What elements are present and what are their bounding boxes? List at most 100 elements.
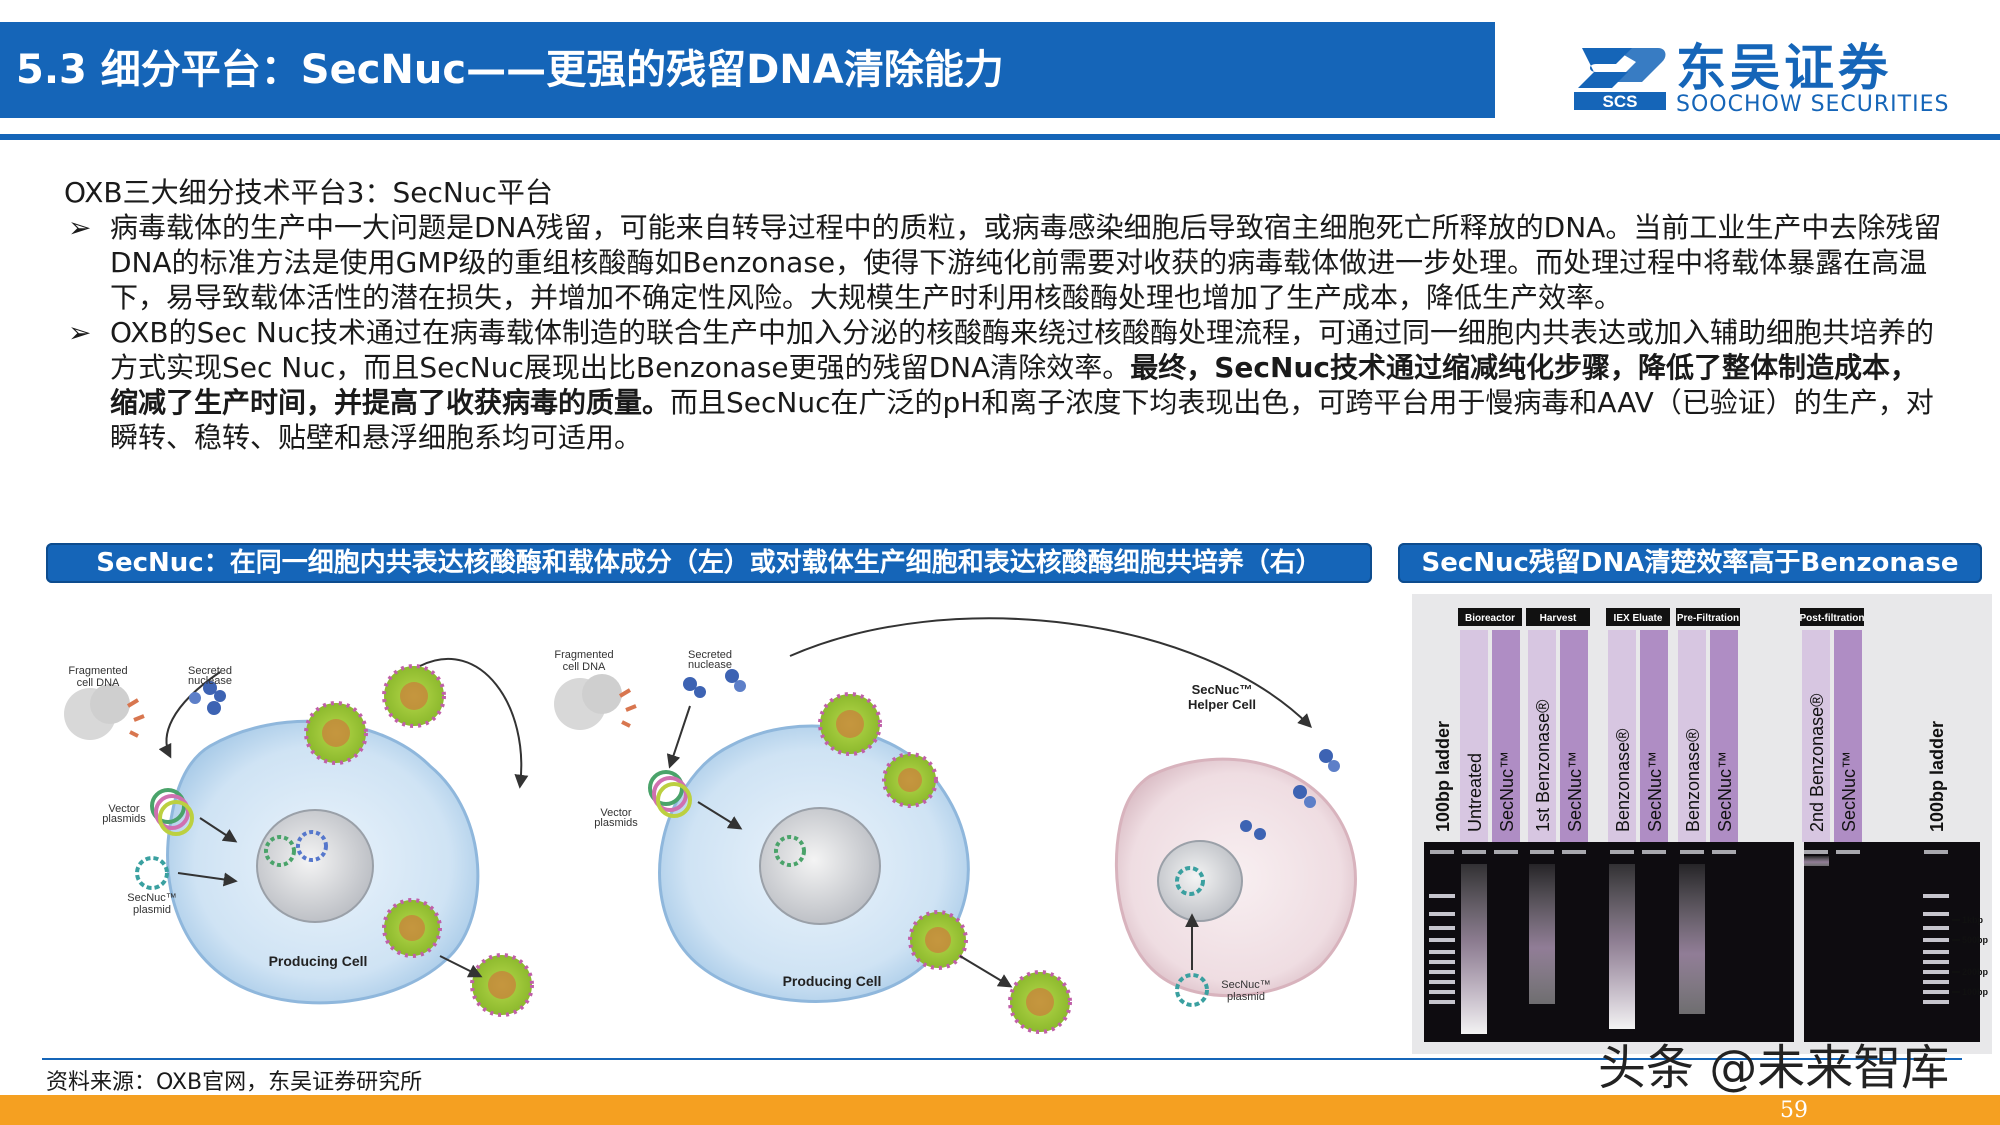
gel-lane-column <box>1710 630 1738 842</box>
dna-smear <box>1461 864 1487 1034</box>
gel-lane-column <box>1608 630 1636 842</box>
size-marker-label: 1kbp <box>1962 915 1984 925</box>
secnuc-plasmid-icon <box>135 856 169 890</box>
ladder-band <box>1923 980 1949 984</box>
ladder-band <box>1923 926 1949 930</box>
gel-lane-column <box>1460 630 1488 842</box>
ladder-band <box>1429 980 1455 984</box>
gel-group-label: Post-filtration <box>1800 613 1865 624</box>
page-number: 59 <box>1780 1098 1808 1123</box>
dna-smear <box>1609 864 1635 1029</box>
title-bar <box>0 22 1495 118</box>
label-fragmented-2: cell DNA <box>77 677 120 689</box>
ladder-band <box>1429 912 1455 916</box>
secnuc-plasmid-icon <box>1175 973 1209 1007</box>
gel-lane-label: SecNuc™ <box>1645 751 1665 832</box>
coculture-producing-scenario: Fragmented cell DNA Secreted nuclease Ve… <box>554 617 1312 1034</box>
secreted-nuclease-icon <box>1240 749 1340 840</box>
ladder-band <box>1429 960 1455 964</box>
label-secreted-1: Secreted <box>188 665 232 677</box>
fragmented-dna-icon <box>554 674 637 730</box>
gel-group-label: Pre-Filtration <box>1677 613 1739 624</box>
gel-well <box>1836 850 1860 854</box>
gel-well <box>1430 850 1454 854</box>
secreted-nuclease-icon <box>683 669 746 698</box>
secreted-nuclease-icon <box>189 681 226 715</box>
gel-lane-label: SecNuc™ <box>1497 751 1517 832</box>
gel-group-header <box>1800 608 1864 626</box>
right-panel-title: SecNuc残留DNA清楚效率高于Benzonase <box>1398 543 1982 583</box>
size-marker-label: 100bp <box>1962 987 1989 997</box>
label-secnuc-plasmid-1: SecNuc™ <box>127 892 177 904</box>
ladder-band <box>1923 912 1949 916</box>
vector-plasmids-icon <box>150 788 194 836</box>
secnuc-diagram: Fragmented cell DNA Secreted nuclease Ve… <box>64 617 1357 1034</box>
virus-particle <box>908 910 968 970</box>
ladder-band <box>1429 938 1455 942</box>
bullet-secnuc-tech: ➢ OXB的Sec Nuc技术通过在病毒载体制造的联合生产中加入分泌的核酸酶来绕… <box>64 315 1944 455</box>
gel-group-label: IEX Eluate <box>1614 613 1663 624</box>
bullet-arrow-icon: ➢ <box>68 316 92 349</box>
gel-lane-label: Benzonase® <box>1613 729 1633 832</box>
gel-well <box>1924 850 1948 854</box>
helper-cell-scenario: SecNuc™ Helper Cell SecNuc™ plasmid <box>1114 682 1357 1007</box>
logo-mark-text: SCS <box>1603 92 1638 111</box>
gel-group-header <box>1458 608 1522 626</box>
coexpression-scenario: Fragmented cell DNA Secreted nuclease Ve… <box>64 658 534 1017</box>
scs-logo-icon: SCS <box>1574 48 1666 111</box>
virus-particle <box>1008 970 1072 1034</box>
gel-well <box>1712 850 1736 854</box>
gel-well <box>1642 850 1666 854</box>
footer-divider <box>42 1058 1962 1060</box>
gel-lane-label: 1st Benzonase® <box>1533 700 1553 832</box>
dna-smear <box>1679 864 1705 1014</box>
title-divider <box>0 134 2000 140</box>
label-fragmented-1: Fragmented <box>554 649 613 661</box>
ladder-band <box>1429 926 1455 930</box>
ladder-band <box>1923 990 1949 994</box>
gel-lane-column <box>1528 630 1556 842</box>
section-lead: OXB三大细分技术平台3：SecNuc平台 <box>64 176 553 209</box>
size-marker-label: 200bp <box>1962 967 1989 977</box>
gel-well <box>1562 850 1586 854</box>
left-panel-title: SecNuc：在同一细胞内共表达核酸酶和载体成分（左）或对载体生产细胞和表达核酸… <box>46 543 1372 583</box>
label-secreted-2: nuclease <box>688 659 732 671</box>
label-secnuc-plasmid-2: plasmid <box>133 904 171 916</box>
bullet-2-text-c: 而且SecNuc在广泛的pH和离子浓度下均表现出色，可跨平台用于慢病毒和AAV（… <box>110 386 1934 454</box>
logo-english-name: SOOCHOW SECURITIES <box>1676 92 1950 117</box>
virus-particle <box>304 701 368 765</box>
bullet-dna-residue: ➢ 病毒载体的生产中一大问题是DNA残留，可能来自转导过程中的质粒，或病毒感染细… <box>64 210 1944 315</box>
source-note: 资料来源：OXB官网，东吴证券研究所 <box>46 1070 423 1095</box>
gel-lane-label: SecNuc™ <box>1565 751 1585 832</box>
bullet-1-text: 病毒载体的生产中一大问题是DNA残留，可能来自转导过程中的质粒，或病毒感染细胞后… <box>110 211 1942 314</box>
gel-lane-column <box>1802 630 1830 842</box>
gel-group-label: Bioreactor <box>1465 613 1515 624</box>
page-title: 5.3 细分平台：SecNuc——更强的残留DNA清除能力 <box>16 47 1004 93</box>
gel-lane-label: 2nd Benzonase® <box>1807 694 1827 832</box>
gel-lane-column <box>1492 630 1520 842</box>
gel-group-header <box>1676 608 1740 626</box>
vector-plasmids-icon <box>648 770 692 818</box>
label-fragmented-2: cell DNA <box>563 661 606 673</box>
fragmented-dna-icon <box>64 684 145 740</box>
ladder-band <box>1923 970 1949 974</box>
gel-group-header <box>1526 608 1590 626</box>
gel-lane-label: SecNuc™ <box>1839 751 1859 832</box>
virus-particle <box>470 953 534 1017</box>
ladder-band <box>1429 990 1455 994</box>
logo-chinese-name: 东吴证券 <box>1676 39 1892 97</box>
label-producing-cell-left: Producing Cell <box>269 953 368 969</box>
gel-well <box>1610 850 1634 854</box>
company-logo: SCS 东吴证券 SOOCHOW SECURITIES <box>1572 38 1972 118</box>
ladder-band <box>1429 970 1455 974</box>
bullet-2-text-a: OXB的Sec Nuc技术通过在病毒载体制造的联合生产中加入分泌的核酸酶来绕过核… <box>110 316 1935 384</box>
ladder-band <box>1923 894 1949 898</box>
virus-particle <box>818 692 882 756</box>
virus-particle <box>382 664 446 728</box>
label-vector-2: plasmids <box>102 813 146 825</box>
bullet-arrow-icon: ➢ <box>68 211 92 244</box>
gel-lane-label: SecNuc™ <box>1715 751 1735 832</box>
label-secreted-1: Secreted <box>688 649 732 661</box>
gel-lane-column <box>1640 630 1668 842</box>
label-secnuc-plasmid-1: SecNuc™ <box>1221 979 1271 991</box>
